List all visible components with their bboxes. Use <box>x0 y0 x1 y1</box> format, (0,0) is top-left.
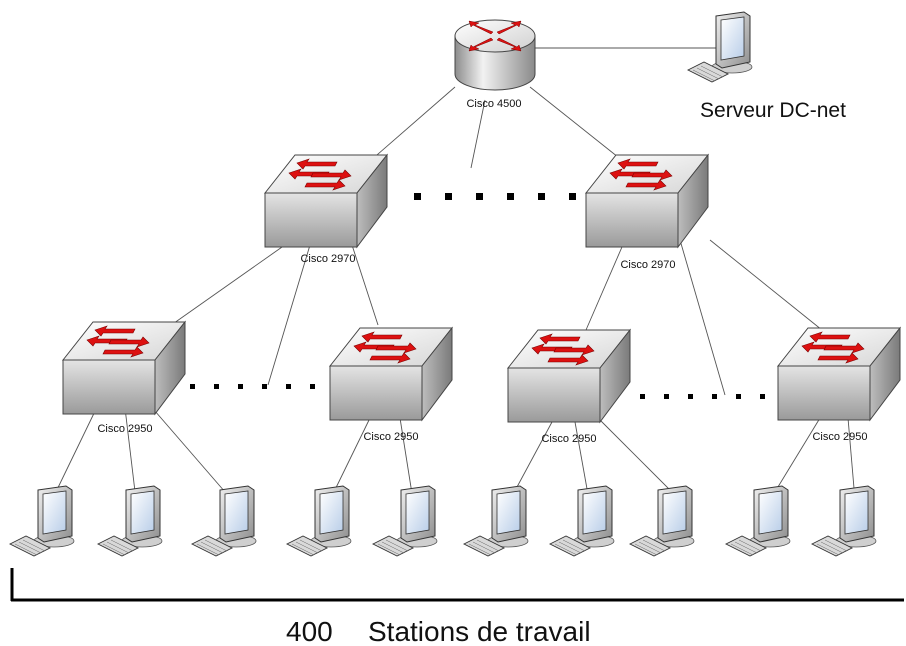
workstation-icon <box>9 485 75 557</box>
workstation-icon <box>549 485 615 557</box>
workstations <box>9 485 877 557</box>
distribution-switch-icon <box>264 154 388 248</box>
access-switch-label: Cisco 2950 <box>812 431 867 443</box>
dots-access-left <box>190 384 315 389</box>
dots-distribution <box>414 193 576 200</box>
workstations-bracket <box>10 568 904 602</box>
access-switch-label: Cisco 2950 <box>363 431 418 443</box>
access-switch-icon <box>62 321 186 415</box>
access-switch-icon <box>507 329 631 423</box>
router-icon <box>454 19 536 91</box>
server-workstation-icon <box>687 11 753 83</box>
distribution-switch-label: Cisco 2970 <box>300 253 355 265</box>
workstation-icon <box>725 485 791 557</box>
access-switch-label: Cisco 2950 <box>97 423 152 435</box>
workstation-icon <box>629 485 695 557</box>
workstation-icon <box>97 485 163 557</box>
workstation-icon <box>811 485 877 557</box>
router-label: Cisco 4500 <box>466 98 521 110</box>
workstation-icon <box>463 485 529 557</box>
access-switch-label: Cisco 2950 <box>541 433 596 445</box>
workstations-caption: Stations de travail <box>368 616 591 646</box>
distribution-switch-icon <box>585 154 709 248</box>
continuation-dots <box>190 193 765 399</box>
dots-access-right <box>640 394 765 399</box>
access-switch-icon <box>777 327 901 421</box>
workstation-icon <box>286 485 352 557</box>
workstation-icon <box>372 485 438 557</box>
workstations-count: 400 <box>286 616 333 646</box>
server-label: Serveur DC-net <box>700 99 846 122</box>
access-switch-icon <box>329 327 453 421</box>
network-links <box>51 47 856 501</box>
distribution-switch-label: Cisco 2970 <box>620 259 675 271</box>
workstation-icon <box>191 485 257 557</box>
